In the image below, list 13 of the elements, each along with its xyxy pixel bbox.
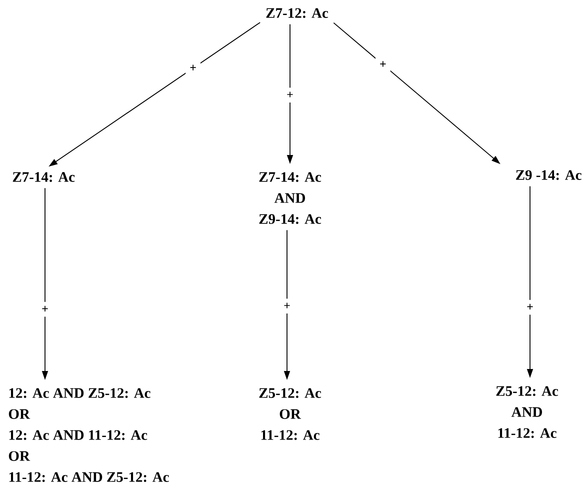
edge-label: + [522,300,538,315]
compound-label: Z5-12: Ac AND 11-12: Ac [496,386,558,438]
edge-label: + [38,302,52,317]
edge-label: + [186,60,200,76]
edge-label: + [376,57,390,72]
compound-label: Z7-14: Ac AND Z9-14: Ac [259,172,322,224]
edge-label: + [282,88,298,102]
compound-label: Z7-12: Ac [266,8,328,18]
compound-label: 12: Ac AND Z5-12: Ac OR 12: Ac AND 11-12: Ac OR 11-12: Ac AND Z5-12: Ac [8,388,169,482]
compound-label: Z9 -14: Ac [516,170,582,180]
compound-label: Z7-14: Ac [12,172,75,182]
compound-label: Z5-12: Ac OR 11-12: Ac [259,388,322,440]
edge-label: + [280,298,294,314]
